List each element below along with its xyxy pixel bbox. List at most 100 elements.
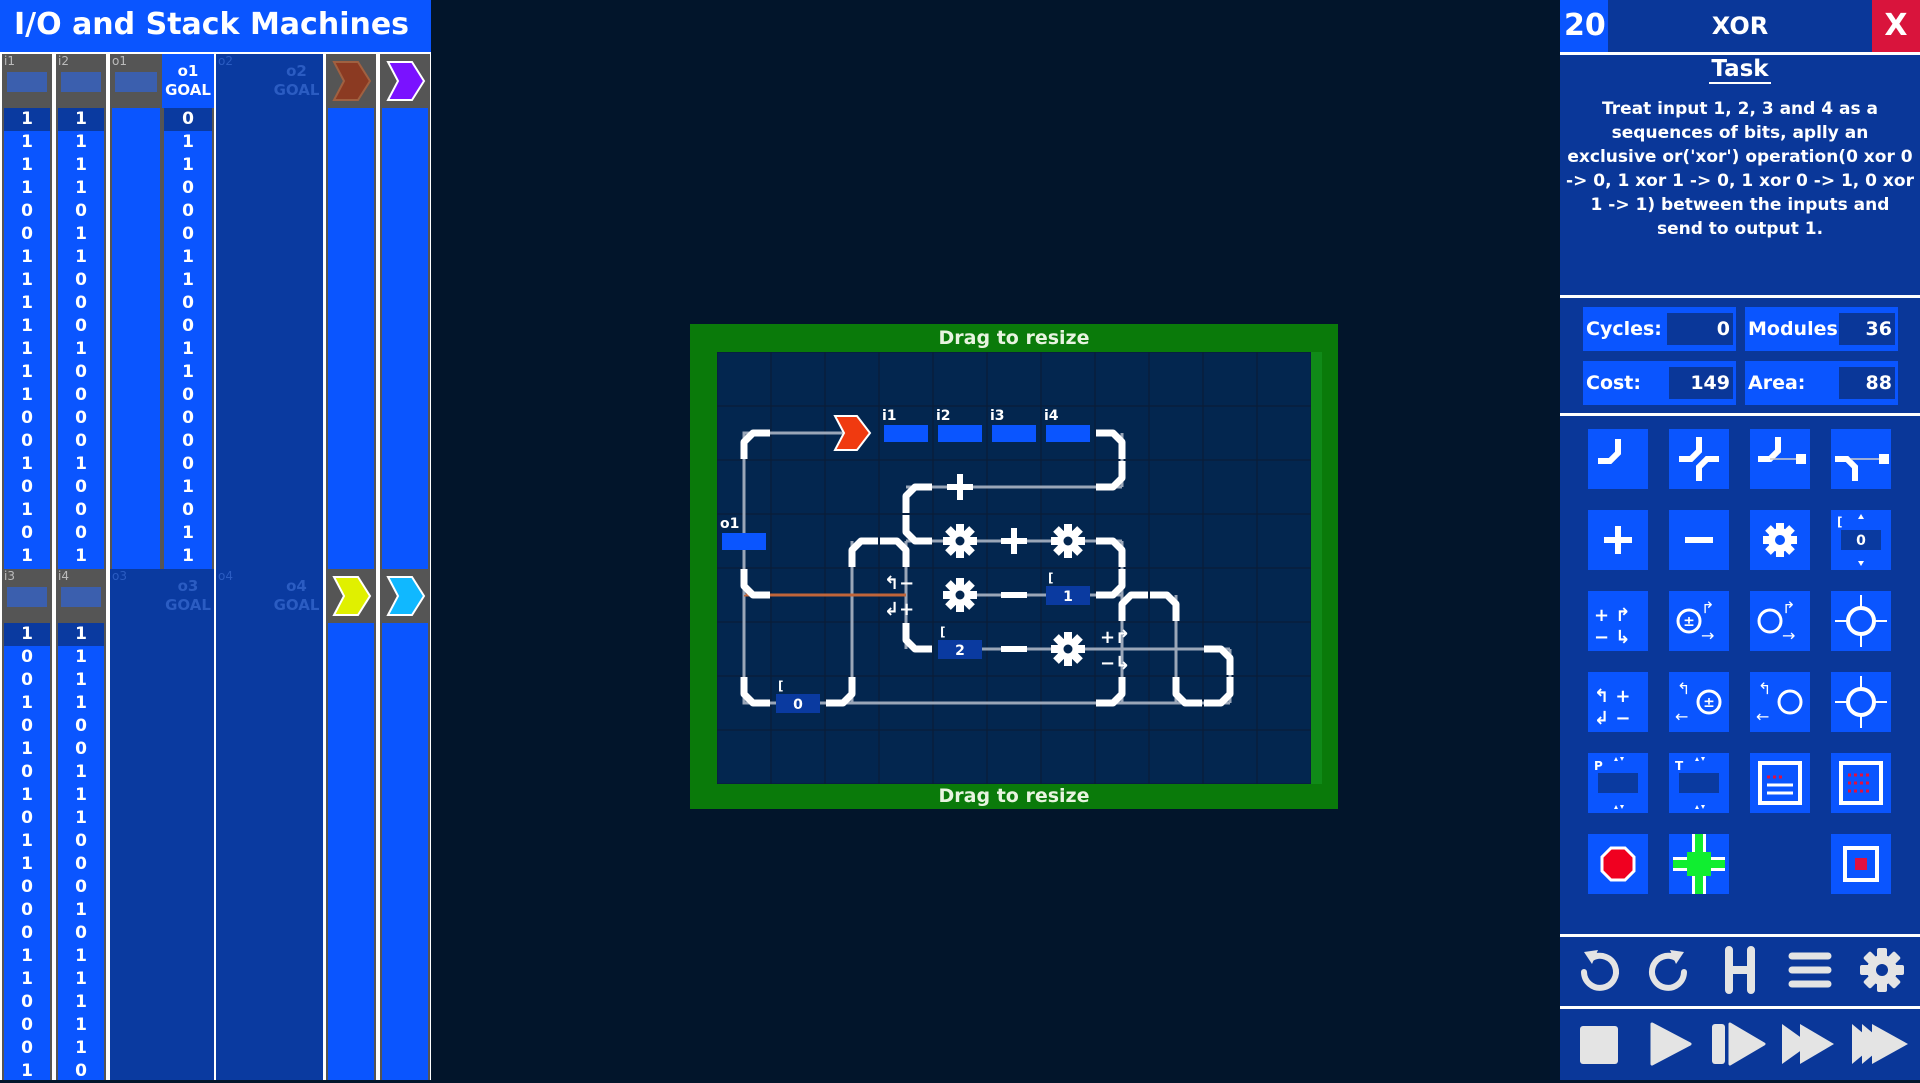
close-button[interactable]: X (1872, 0, 1920, 52)
palette-branch-zero-tool[interactable]: ↱→ (1750, 591, 1810, 651)
stack-machine-3[interactable] (326, 569, 376, 1080)
value-cell: 0 (75, 270, 87, 290)
gear-icon (1763, 523, 1797, 557)
value-cell: 1 (21, 969, 33, 989)
counter-module (938, 640, 982, 659)
palette-branch-plus-minus-tool[interactable]: + ↱− ↳ (1588, 591, 1648, 651)
machine-arrow-icon (332, 576, 372, 616)
palette-branch-sign-tool[interactable]: ±↱→ (1669, 591, 1729, 651)
svg-text:+ ↱: + ↱ (1594, 605, 1630, 626)
io-column-header: i2 (56, 54, 106, 108)
palette-counter-tool[interactable]: 0[ (1831, 510, 1891, 570)
io-port-slot (61, 72, 101, 92)
palette-track-sensor-tool[interactable] (1750, 429, 1810, 489)
palette-branch-sign-left-tool[interactable]: ±↰← (1669, 672, 1729, 732)
palette-output-block-tool[interactable] (1831, 834, 1891, 894)
minus-icon (1685, 537, 1713, 543)
h-button[interactable] (1712, 942, 1768, 998)
column-values (272, 623, 321, 1080)
track-corner (1118, 591, 1148, 621)
level-number: 20 (1560, 0, 1608, 52)
value-cell: 0 (75, 408, 87, 428)
value-cell: 1 (21, 546, 33, 566)
track-sensor-icon (1758, 437, 1806, 464)
palette-plus-tool[interactable] (1588, 510, 1648, 570)
value-cell: 0 (21, 201, 33, 221)
value-cell: 0 (21, 431, 33, 451)
drag-resize-top[interactable]: Drag to resize (938, 327, 1090, 349)
gear-tooth (956, 550, 964, 558)
value-cell: 1 (4, 623, 50, 646)
area-label: Area: (1748, 372, 1806, 394)
palette-rotate-ccw-tool[interactable] (1831, 672, 1891, 732)
gear-hole (955, 590, 965, 600)
palette-memory-grid-tool[interactable] (1831, 753, 1891, 813)
track-corner (1172, 677, 1202, 707)
io-column-o3[interactable]: o3 (110, 569, 162, 1080)
palette-stop-tool[interactable] (1588, 834, 1648, 894)
counter-c-label: [ (778, 679, 783, 693)
cost-label: Cost: (1586, 372, 1641, 394)
value-cell: 0 (164, 108, 212, 131)
column-label: o1 (112, 54, 127, 68)
redo-button[interactable] (1642, 942, 1698, 998)
output-module-o1-label: o1 (720, 516, 739, 532)
svg-text:→: → (1782, 626, 1795, 645)
menu-icon (1788, 952, 1832, 988)
value-cell: 0 (75, 500, 87, 520)
value-cell: 0 (21, 900, 33, 920)
plus-icon (1001, 528, 1027, 554)
palette-branch-plus-minus-left-tool[interactable]: ↰ +↲ − (1588, 672, 1648, 732)
column-label: o1 (177, 62, 199, 80)
value-cell: 1 (75, 762, 87, 782)
divider (1560, 1006, 1920, 1009)
value-cell: 0 (21, 1015, 33, 1035)
counter-c-label: [ (940, 625, 945, 639)
value-cell: 1 (75, 454, 87, 474)
stack-machine-4[interactable] (380, 569, 430, 1080)
palette-rotate-cw-tool[interactable] (1831, 591, 1891, 651)
settings-button[interactable] (1854, 942, 1910, 998)
palette-cross-track-tool[interactable] (1669, 429, 1729, 489)
value-cell: 0 (75, 477, 87, 497)
palette-crossing-tool[interactable] (1669, 834, 1729, 894)
branch-symbol: ↰− (884, 573, 914, 594)
io-column-o4[interactable]: o4 (216, 569, 270, 1080)
palette-memory-list-tool[interactable] (1750, 753, 1810, 813)
modules-stat: Modules:36 (1745, 307, 1898, 351)
playback-fast-forward-button[interactable] (1780, 1016, 1836, 1072)
svg-text:←: ← (1675, 707, 1688, 726)
palette-minus-tool[interactable] (1669, 510, 1729, 570)
divider (1560, 52, 1920, 55)
resize-handle-right[interactable] (1311, 352, 1322, 784)
palette-branch-zero-left-tool[interactable]: ↰← (1750, 672, 1810, 732)
palette-stack-register-tool[interactable]: T (1669, 753, 1729, 813)
value-cell: 0 (182, 408, 194, 428)
playback-play-button[interactable] (1642, 1016, 1698, 1072)
palette-register-tool[interactable]: P (1588, 753, 1648, 813)
palette-track-branch-sensor-tool[interactable] (1831, 429, 1891, 489)
value-cell: 1 (75, 1038, 87, 1058)
goal-label: GOAL (165, 81, 211, 99)
value-cell: 0 (75, 716, 87, 736)
drag-resize-bottom[interactable]: Drag to resize (938, 785, 1090, 807)
gear-tooth (943, 537, 951, 545)
value-cell: 1 (21, 854, 33, 874)
palette-corner-track-tool[interactable] (1588, 429, 1648, 489)
gear-tooth (956, 524, 964, 532)
undo-button[interactable] (1570, 942, 1626, 998)
value-cell: 0 (182, 431, 194, 451)
playback-stop-button[interactable] (1572, 1016, 1628, 1072)
playback-step-button[interactable] (1710, 1016, 1766, 1072)
playback-fastest-button[interactable] (1852, 1016, 1908, 1072)
menu-button[interactable] (1782, 942, 1838, 998)
palette-gear-tool[interactable] (1750, 510, 1810, 570)
